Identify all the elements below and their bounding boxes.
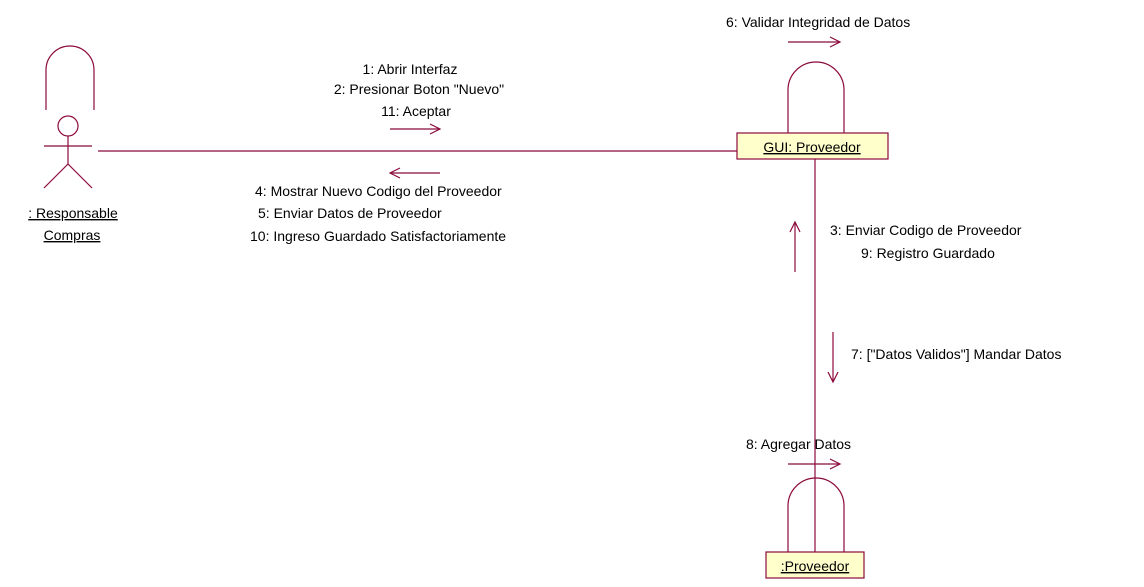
message-2-label: 2: Presionar Boton "Nuevo"	[334, 81, 504, 97]
message-9-label: 9: Registro Guardado	[861, 245, 995, 261]
arrow-to-actor-head	[388, 167, 401, 179]
actor-self-loop	[45, 45, 95, 110]
message-8-label: 8: Agregar Datos	[746, 436, 851, 452]
message-1-label: 1: Abrir Interfaz	[363, 61, 458, 77]
arrow-self-proveedor-head	[829, 458, 842, 470]
actor-head	[57, 115, 79, 137]
object-proveedor-box	[765, 551, 865, 579]
message-3-label: 3: Enviar Codigo de Proveedor	[830, 222, 1022, 238]
arrow-down-head	[827, 371, 839, 384]
actor-right-leg	[67, 163, 93, 189]
message-10-label: 10: Ingreso Guardado Satisfactoriamente	[250, 228, 506, 244]
object-gui-label: GUI: Proveedor	[763, 139, 861, 155]
message-5-label: 5: Enviar Datos de Proveedor	[258, 205, 442, 221]
object-gui-box	[736, 132, 889, 160]
object-proveedor[interactable]: :Proveedor	[765, 551, 865, 579]
object-proveedor-label: :Proveedor	[781, 558, 850, 574]
gui-self-loop	[787, 61, 845, 133]
arrow-up-head	[789, 220, 801, 233]
message-6-label: 6: Validar Integridad de Datos	[726, 14, 910, 30]
proveedor-self-loop	[787, 477, 845, 552]
actor-left-leg	[43, 163, 69, 189]
message-7-label: 7: ["Datos Validos"] Mandar Datos	[851, 346, 1061, 362]
message-4-label: 4: Mostrar Nuevo Codigo del Proveedor	[255, 183, 502, 199]
arrow-self-gui-head	[829, 36, 842, 48]
object-gui-proveedor[interactable]: GUI: Proveedor	[736, 132, 889, 160]
actor-name-line1: : Responsable	[28, 205, 118, 221]
actor-name-line2: Compras	[44, 227, 101, 243]
message-11-label: 11: Aceptar	[381, 103, 451, 119]
actor-responsable-compras[interactable]	[43, 115, 93, 189]
arrow-to-gui-head	[429, 123, 442, 135]
